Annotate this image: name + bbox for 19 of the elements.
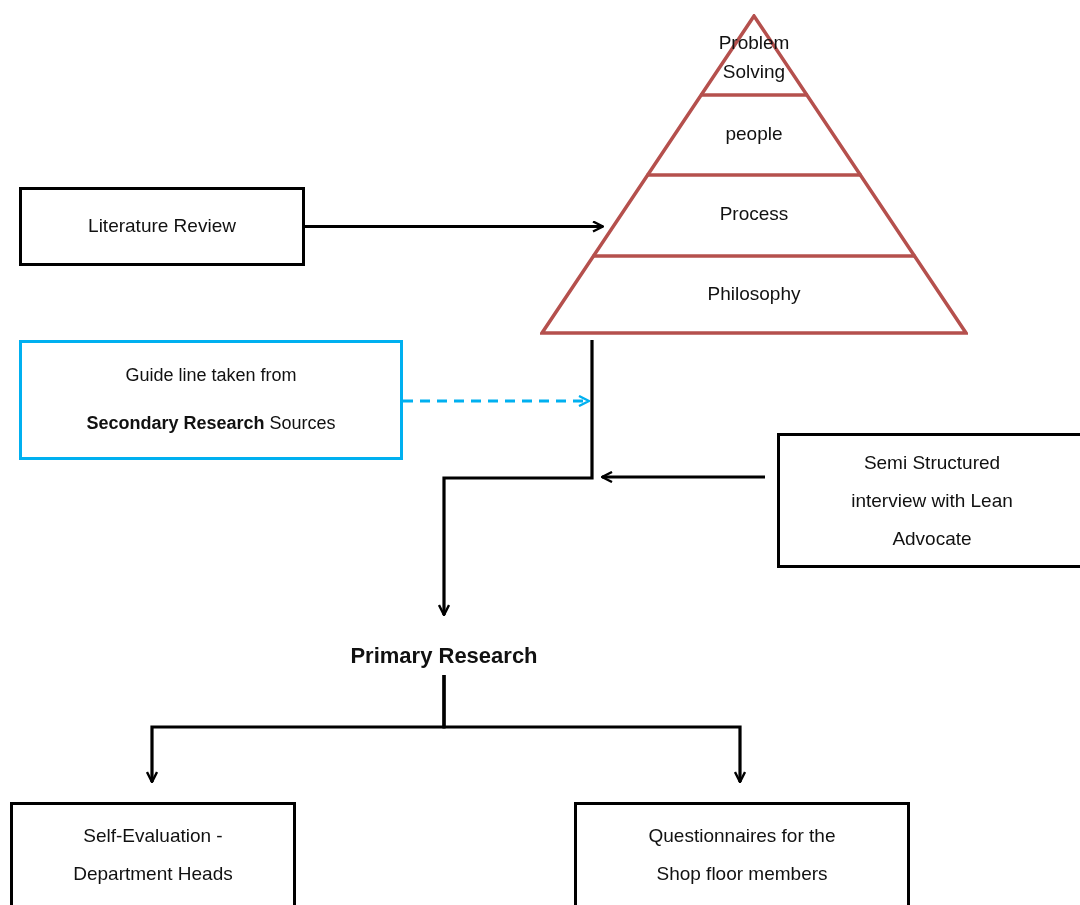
- dashed-arrow: [403, 394, 591, 408]
- tier-label: Process: [719, 202, 789, 227]
- box-text: Self-Evaluation - Department Heads: [72, 824, 234, 886]
- process-box: [777, 433, 1080, 568]
- process-box: [10, 802, 296, 905]
- box-text: Literature Review: [88, 214, 236, 239]
- process-box: [19, 340, 403, 460]
- arrow: [305, 220, 605, 233]
- box-text: Questionnaires for the Shop floor members: [647, 824, 837, 886]
- heading-text: Primary Research: [350, 643, 538, 669]
- arrow: [442, 675, 747, 784]
- box-text: Guide line taken from Secondary Research Sources: [85, 364, 337, 435]
- box-text: Semi Structured interview with Lean Advocate: [850, 450, 1014, 551]
- tier-label: Philosophy: [707, 282, 801, 307]
- tier-label: people: [725, 122, 783, 147]
- process-box: [574, 802, 910, 905]
- arrow: [437, 340, 594, 617]
- process-box: [19, 187, 305, 266]
- arrow: [600, 470, 765, 484]
